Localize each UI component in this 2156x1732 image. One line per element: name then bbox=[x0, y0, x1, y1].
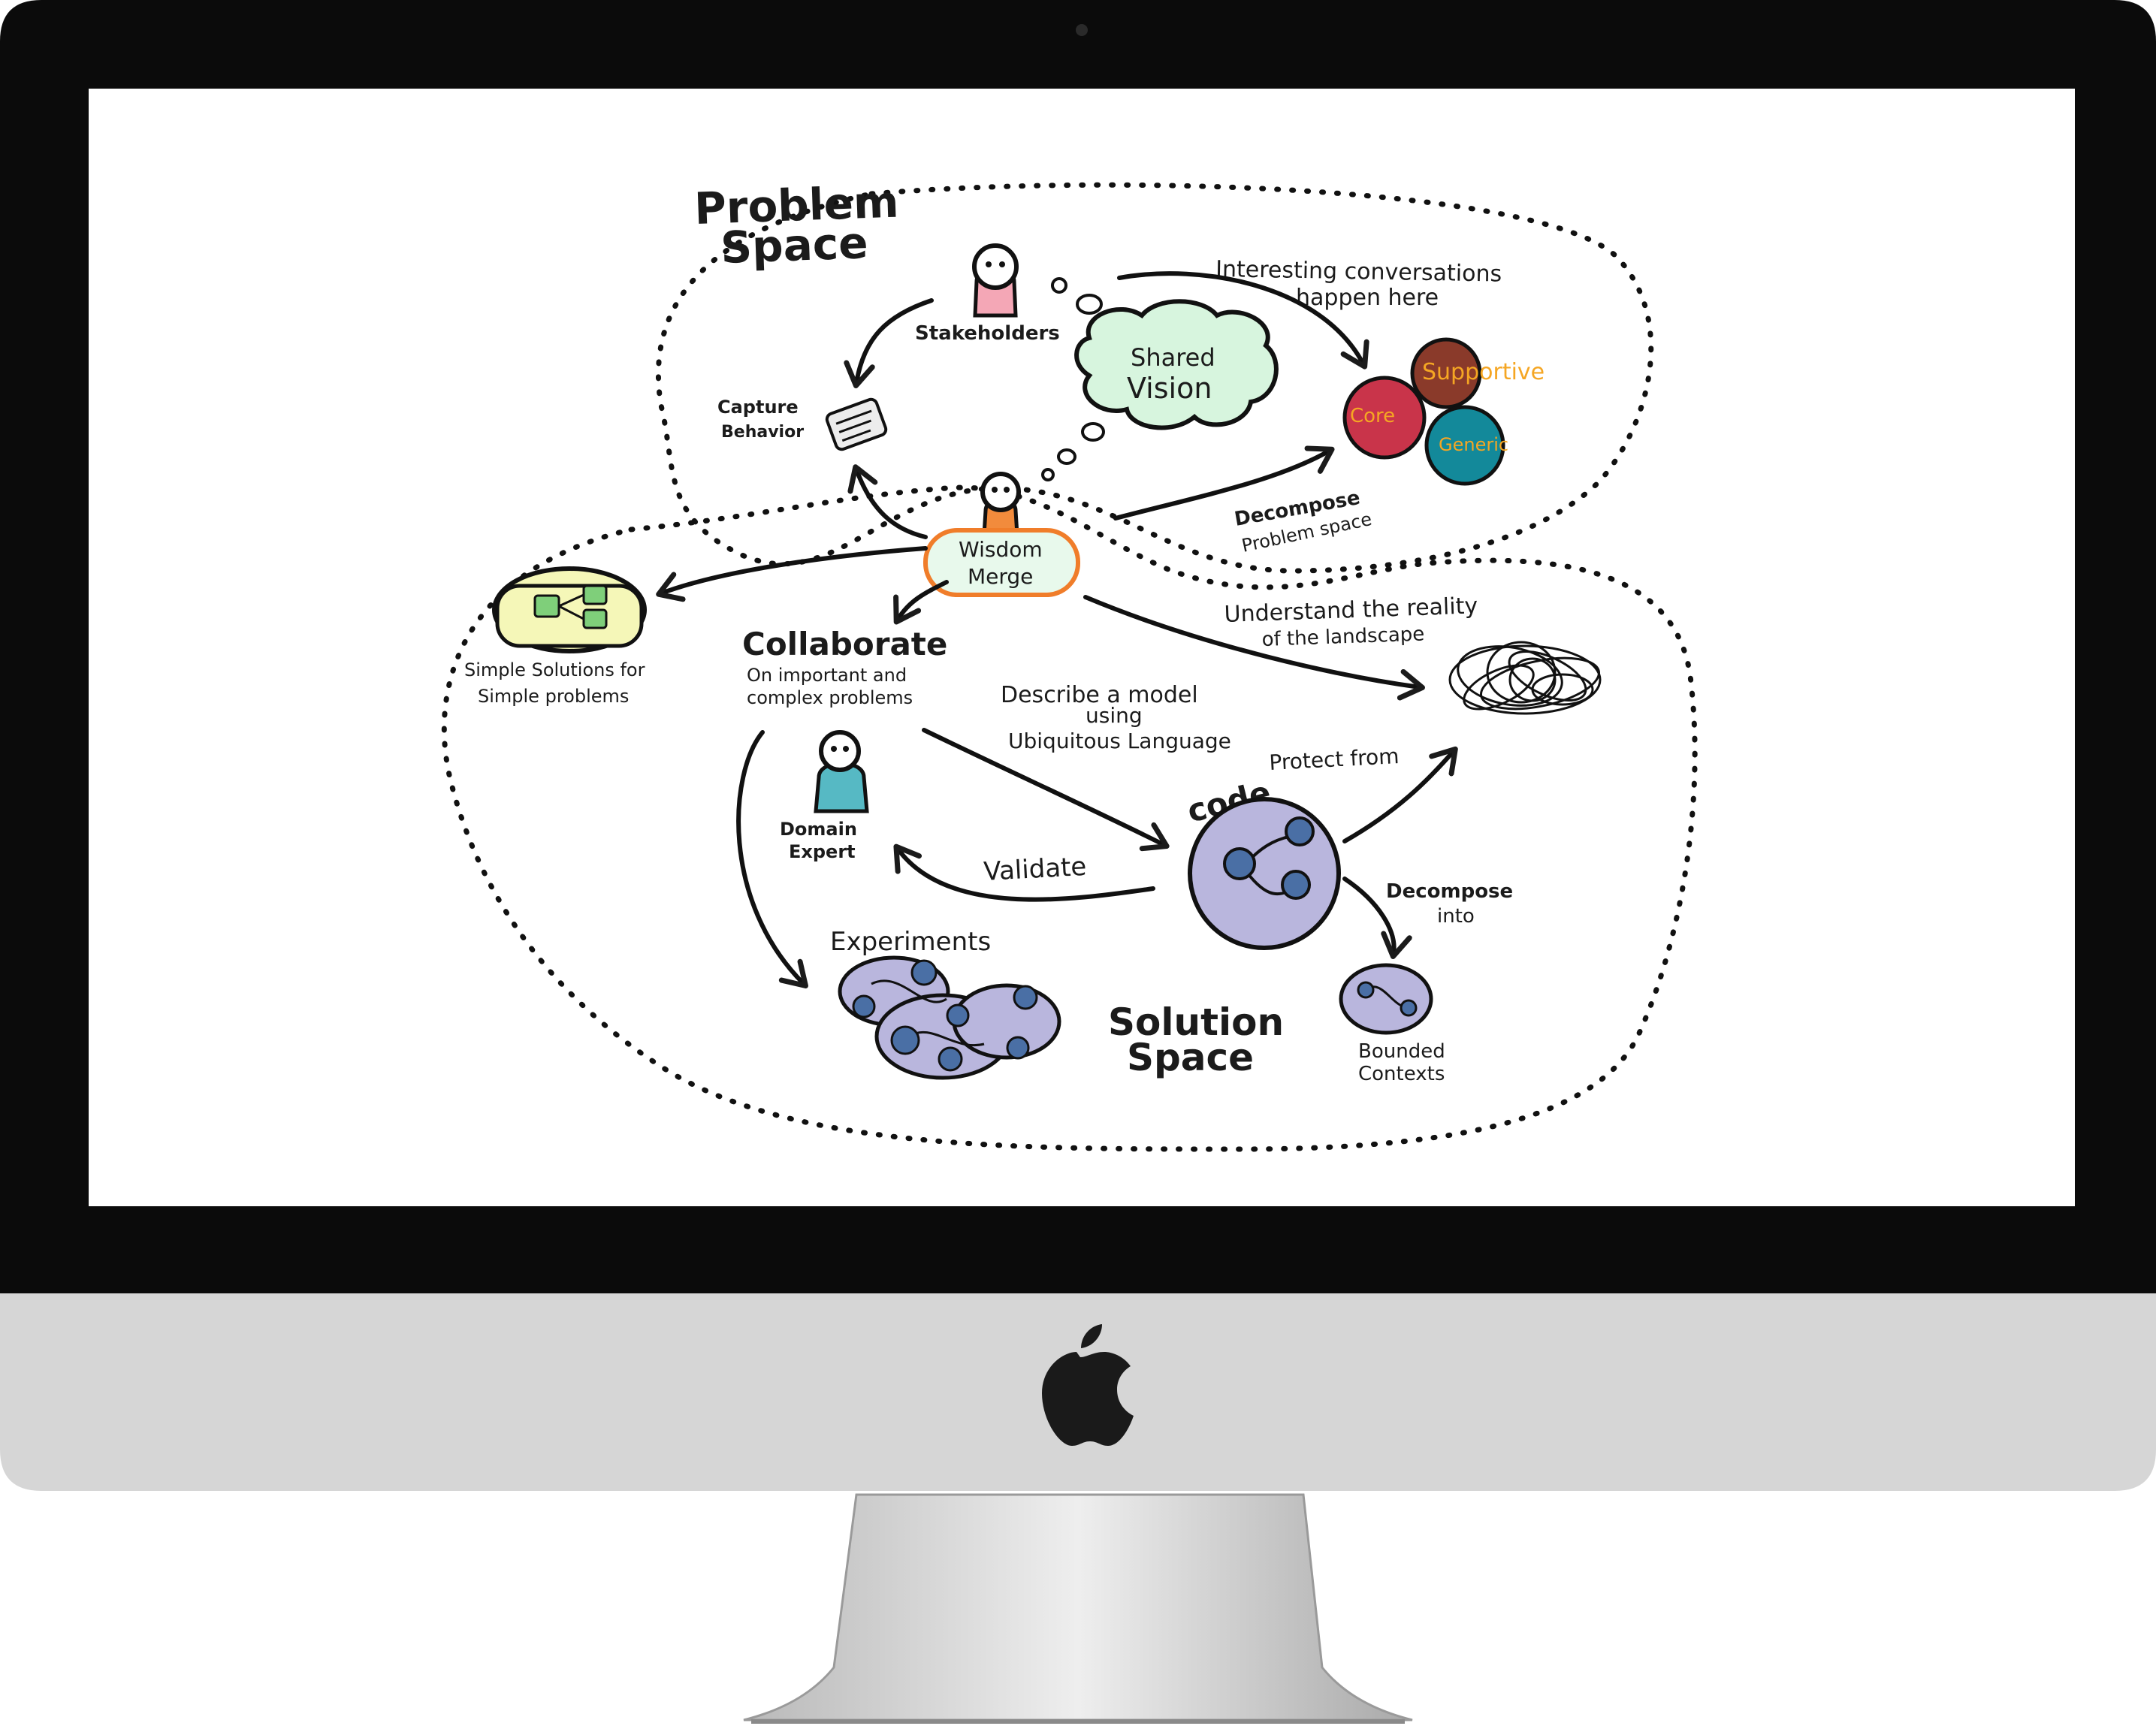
supportive-label: Supportive bbox=[1422, 359, 1545, 385]
core-label: Core bbox=[1350, 405, 1395, 427]
collaborate-sub-line1: On important and bbox=[747, 665, 907, 686]
interesting-conversations-line2: happen here bbox=[1296, 285, 1439, 311]
collaborate-title: Collaborate bbox=[742, 626, 947, 662]
thought-bubble-medium bbox=[1076, 294, 1103, 315]
code-component-icon bbox=[1188, 797, 1341, 950]
describe-model-line2: using bbox=[1086, 703, 1143, 728]
capture-behavior-line1: Capture bbox=[717, 397, 799, 418]
experiments-label: Experiments bbox=[830, 927, 991, 957]
capture-behavior-line2: Behavior bbox=[721, 423, 804, 442]
arrow-collaborate-to-experiments bbox=[736, 730, 808, 988]
thought-bubble-lower-1 bbox=[1081, 422, 1105, 442]
interesting-conversations-line1: Interesting conversations bbox=[1215, 256, 1502, 288]
simple-solutions-icon bbox=[492, 566, 647, 653]
bounded-contexts-line1: Bounded bbox=[1358, 1040, 1445, 1063]
arrow-wisdom-to-decompose bbox=[1113, 445, 1335, 521]
apple-logo-icon bbox=[1042, 1324, 1134, 1446]
simple-solutions-line2: Simple problems bbox=[478, 686, 629, 707]
solution-space-title-line2: Space bbox=[1127, 1036, 1254, 1079]
wisdom-merge-line2: Merge bbox=[968, 564, 1033, 589]
shared-vision-line1: Shared bbox=[1131, 343, 1215, 372]
shared-vision-line2: Vision bbox=[1127, 372, 1212, 405]
collaborate-sub-line2: complex problems bbox=[747, 687, 913, 708]
messy-landscape-scribble-icon bbox=[1448, 641, 1602, 715]
arrow-code-to-bounded-contexts bbox=[1342, 877, 1412, 959]
stakeholders-label: Stakeholders bbox=[915, 322, 1060, 345]
arrow-code-to-landscape bbox=[1342, 746, 1458, 843]
experiments-cluster-icon bbox=[838, 955, 1061, 1080]
domain-expert-person-icon bbox=[814, 730, 869, 813]
thought-bubble-lower-2 bbox=[1057, 448, 1076, 465]
arrow-stakeholders-to-capture bbox=[844, 298, 934, 388]
arrow-wisdom-to-capture bbox=[847, 464, 928, 539]
decompose-into-line1: Decompose bbox=[1386, 880, 1513, 903]
core-domain-circle bbox=[1342, 376, 1427, 460]
arrow-wisdom-to-simple-solutions bbox=[656, 546, 928, 602]
bounded-context-icon bbox=[1339, 963, 1433, 1035]
bounded-contexts-line2: Contexts bbox=[1358, 1063, 1445, 1085]
arrow-stakeholders-to-domains bbox=[1117, 271, 1369, 370]
generic-label: Generic bbox=[1439, 434, 1508, 455]
screen bbox=[89, 89, 2075, 1206]
camera-icon bbox=[1076, 24, 1088, 36]
decompose-into-line2: into bbox=[1437, 905, 1475, 928]
generic-domain-circle bbox=[1424, 405, 1505, 486]
problem-space-title-line2: Space bbox=[720, 217, 868, 273]
arrow-collaborate-to-code bbox=[922, 728, 1170, 852]
ddd-diagram: Problem Space Solution Space Stakeholder… bbox=[441, 177, 1698, 1152]
simple-solutions-line1: Simple Solutions for bbox=[464, 659, 645, 680]
notepad-icon bbox=[825, 397, 888, 451]
stakeholder-person-icon bbox=[972, 243, 1019, 318]
solution-space-boundary bbox=[441, 484, 1698, 1152]
monitor-stand bbox=[743, 1493, 1413, 1721]
arrows bbox=[656, 271, 1458, 988]
thought-bubble-lower-3 bbox=[1041, 468, 1055, 481]
arrow-wisdom-to-landscape bbox=[1083, 595, 1425, 701]
describe-model-line1: Describe a model bbox=[1001, 682, 1198, 708]
validate-label: Validate bbox=[983, 852, 1087, 887]
arrow-code-to-expert-validate bbox=[893, 843, 1155, 902]
domain-expert-line1: Domain bbox=[780, 819, 857, 840]
problem-space-title-line1: Problem bbox=[693, 177, 899, 234]
wisdom-merge-badge bbox=[923, 528, 1080, 597]
describe-model-line3: Ubiquitous Language bbox=[1008, 729, 1231, 753]
arrow-wisdom-to-collaborate bbox=[893, 580, 949, 625]
wisdom-merge-line1: Wisdom bbox=[959, 537, 1043, 562]
thought-bubble-small bbox=[1051, 277, 1067, 294]
shared-vision-cloud bbox=[1074, 299, 1279, 430]
solution-space-title-line1: Solution bbox=[1108, 1000, 1284, 1044]
supportive-domain-circle bbox=[1410, 337, 1482, 409]
wisdom-merge-person-icon bbox=[980, 472, 1021, 537]
domain-expert-line2: Expert bbox=[789, 841, 856, 862]
